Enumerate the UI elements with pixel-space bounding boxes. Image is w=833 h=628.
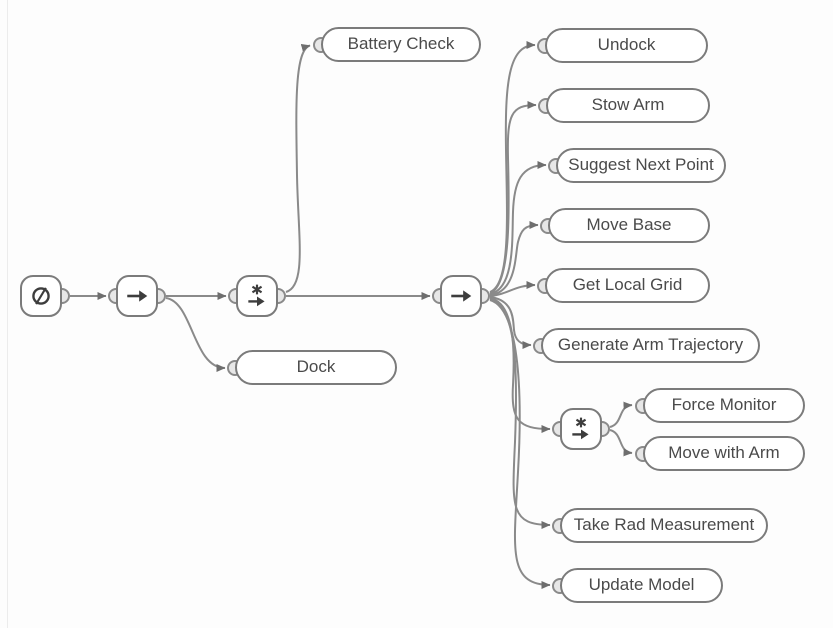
node-body (548, 208, 710, 243)
node-main-sequence[interactable] (108, 275, 166, 317)
arrow-right-icon (451, 290, 472, 302)
node-label: Suggest Next Point (568, 155, 714, 174)
edge-survey-sequence-to-get-local-grid[interactable] (489, 281, 536, 297)
node-body (236, 275, 278, 317)
node-body (560, 568, 723, 603)
edge-arm-memory-sequence-to-move-with-arm[interactable] (609, 429, 633, 457)
node-survey-sequence[interactable] (432, 275, 490, 317)
node-body (546, 88, 710, 123)
edge-survey-sequence-to-move-base[interactable] (489, 221, 539, 296)
node-root[interactable] (20, 275, 70, 317)
node-update-model[interactable]: Update Model (552, 568, 723, 603)
edge-survey-sequence-to-update-model[interactable] (489, 299, 551, 589)
node-body (545, 28, 708, 63)
node-label: Stow Arm (591, 95, 665, 114)
edge-survey-sequence-to-arm-memory-sequence[interactable] (489, 297, 551, 433)
node-suggest-next-point[interactable]: Suggest Next Point (548, 148, 726, 183)
node-take-rad-measurement[interactable]: Take Rad Measurement (552, 508, 768, 543)
node-stow-arm[interactable]: Stow Arm (538, 88, 710, 123)
node-body (556, 148, 726, 183)
null-set-icon (32, 287, 50, 305)
node-body (20, 275, 62, 317)
node-label: Update Model (588, 575, 695, 594)
node-move-with-arm[interactable]: Move with Arm (635, 436, 805, 471)
asterisk-arrow-icon (572, 417, 589, 440)
node-force-monitor[interactable]: Force Monitor (635, 388, 805, 423)
edge-main-sequence-to-dock[interactable] (165, 297, 226, 372)
node-label: Move with Arm (668, 443, 780, 462)
node-label: Force Monitor (671, 395, 777, 414)
node-arm-memory-sequence[interactable] (552, 408, 610, 450)
node-get-local-grid[interactable]: Get Local Grid (537, 268, 710, 303)
node-dock[interactable]: Dock (227, 350, 397, 385)
edge-survey-sequence-to-suggest-next-point[interactable] (489, 161, 547, 295)
node-body (643, 388, 805, 423)
edge-main-memory-sequence-to-battery-check[interactable] (285, 43, 311, 293)
node-generate-arm-trajectory[interactable]: Generate Arm Trajectory (533, 328, 760, 363)
node-body (235, 350, 397, 385)
node-body (545, 268, 710, 303)
node-body (541, 328, 760, 363)
edge-survey-sequence-to-generate-arm-trajectory[interactable] (489, 296, 532, 349)
node-body (116, 275, 158, 317)
panel-divider (7, 0, 8, 628)
node-main-memory-sequence[interactable] (228, 275, 286, 317)
node-body (560, 408, 602, 450)
asterisk-arrow-icon (248, 284, 265, 307)
arrow-right-icon (127, 290, 148, 302)
node-undock[interactable]: Undock (537, 28, 708, 63)
node-label: Get Local Grid (572, 275, 683, 294)
node-body (440, 275, 482, 317)
node-move-base[interactable]: Move Base (540, 208, 710, 243)
edge-arm-memory-sequence-to-force-monitor[interactable] (609, 401, 633, 428)
node-label: Battery Check (347, 34, 455, 53)
node-label: Dock (296, 357, 336, 376)
node-body (321, 27, 481, 62)
node-label: Move Base (586, 215, 672, 234)
edge-survey-sequence-to-stow-arm[interactable] (489, 101, 537, 294)
node-battery-check[interactable]: Battery Check (313, 27, 481, 62)
node-label: Undock (597, 35, 656, 54)
node-body (643, 436, 805, 471)
node-label: Take Rad Measurement (573, 515, 755, 534)
node-body (560, 508, 768, 543)
node-label: Generate Arm Trajectory (557, 335, 744, 354)
